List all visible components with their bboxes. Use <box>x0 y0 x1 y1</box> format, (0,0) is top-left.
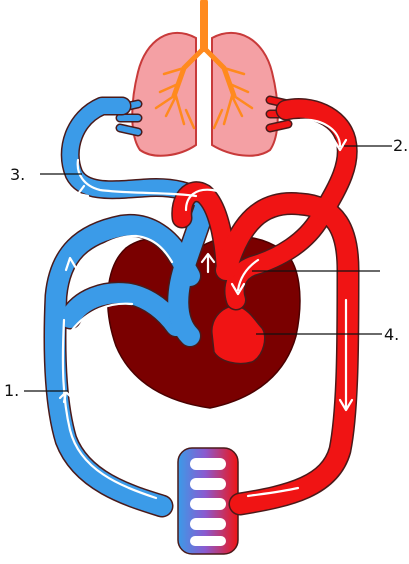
label-2: 2. <box>393 136 408 155</box>
label-1: 1. <box>4 381 19 400</box>
left-lung <box>132 33 196 156</box>
label-3: 3. <box>10 165 25 184</box>
right-lung <box>212 33 278 156</box>
label-4: 4. <box>384 325 399 344</box>
lungs <box>132 2 278 156</box>
